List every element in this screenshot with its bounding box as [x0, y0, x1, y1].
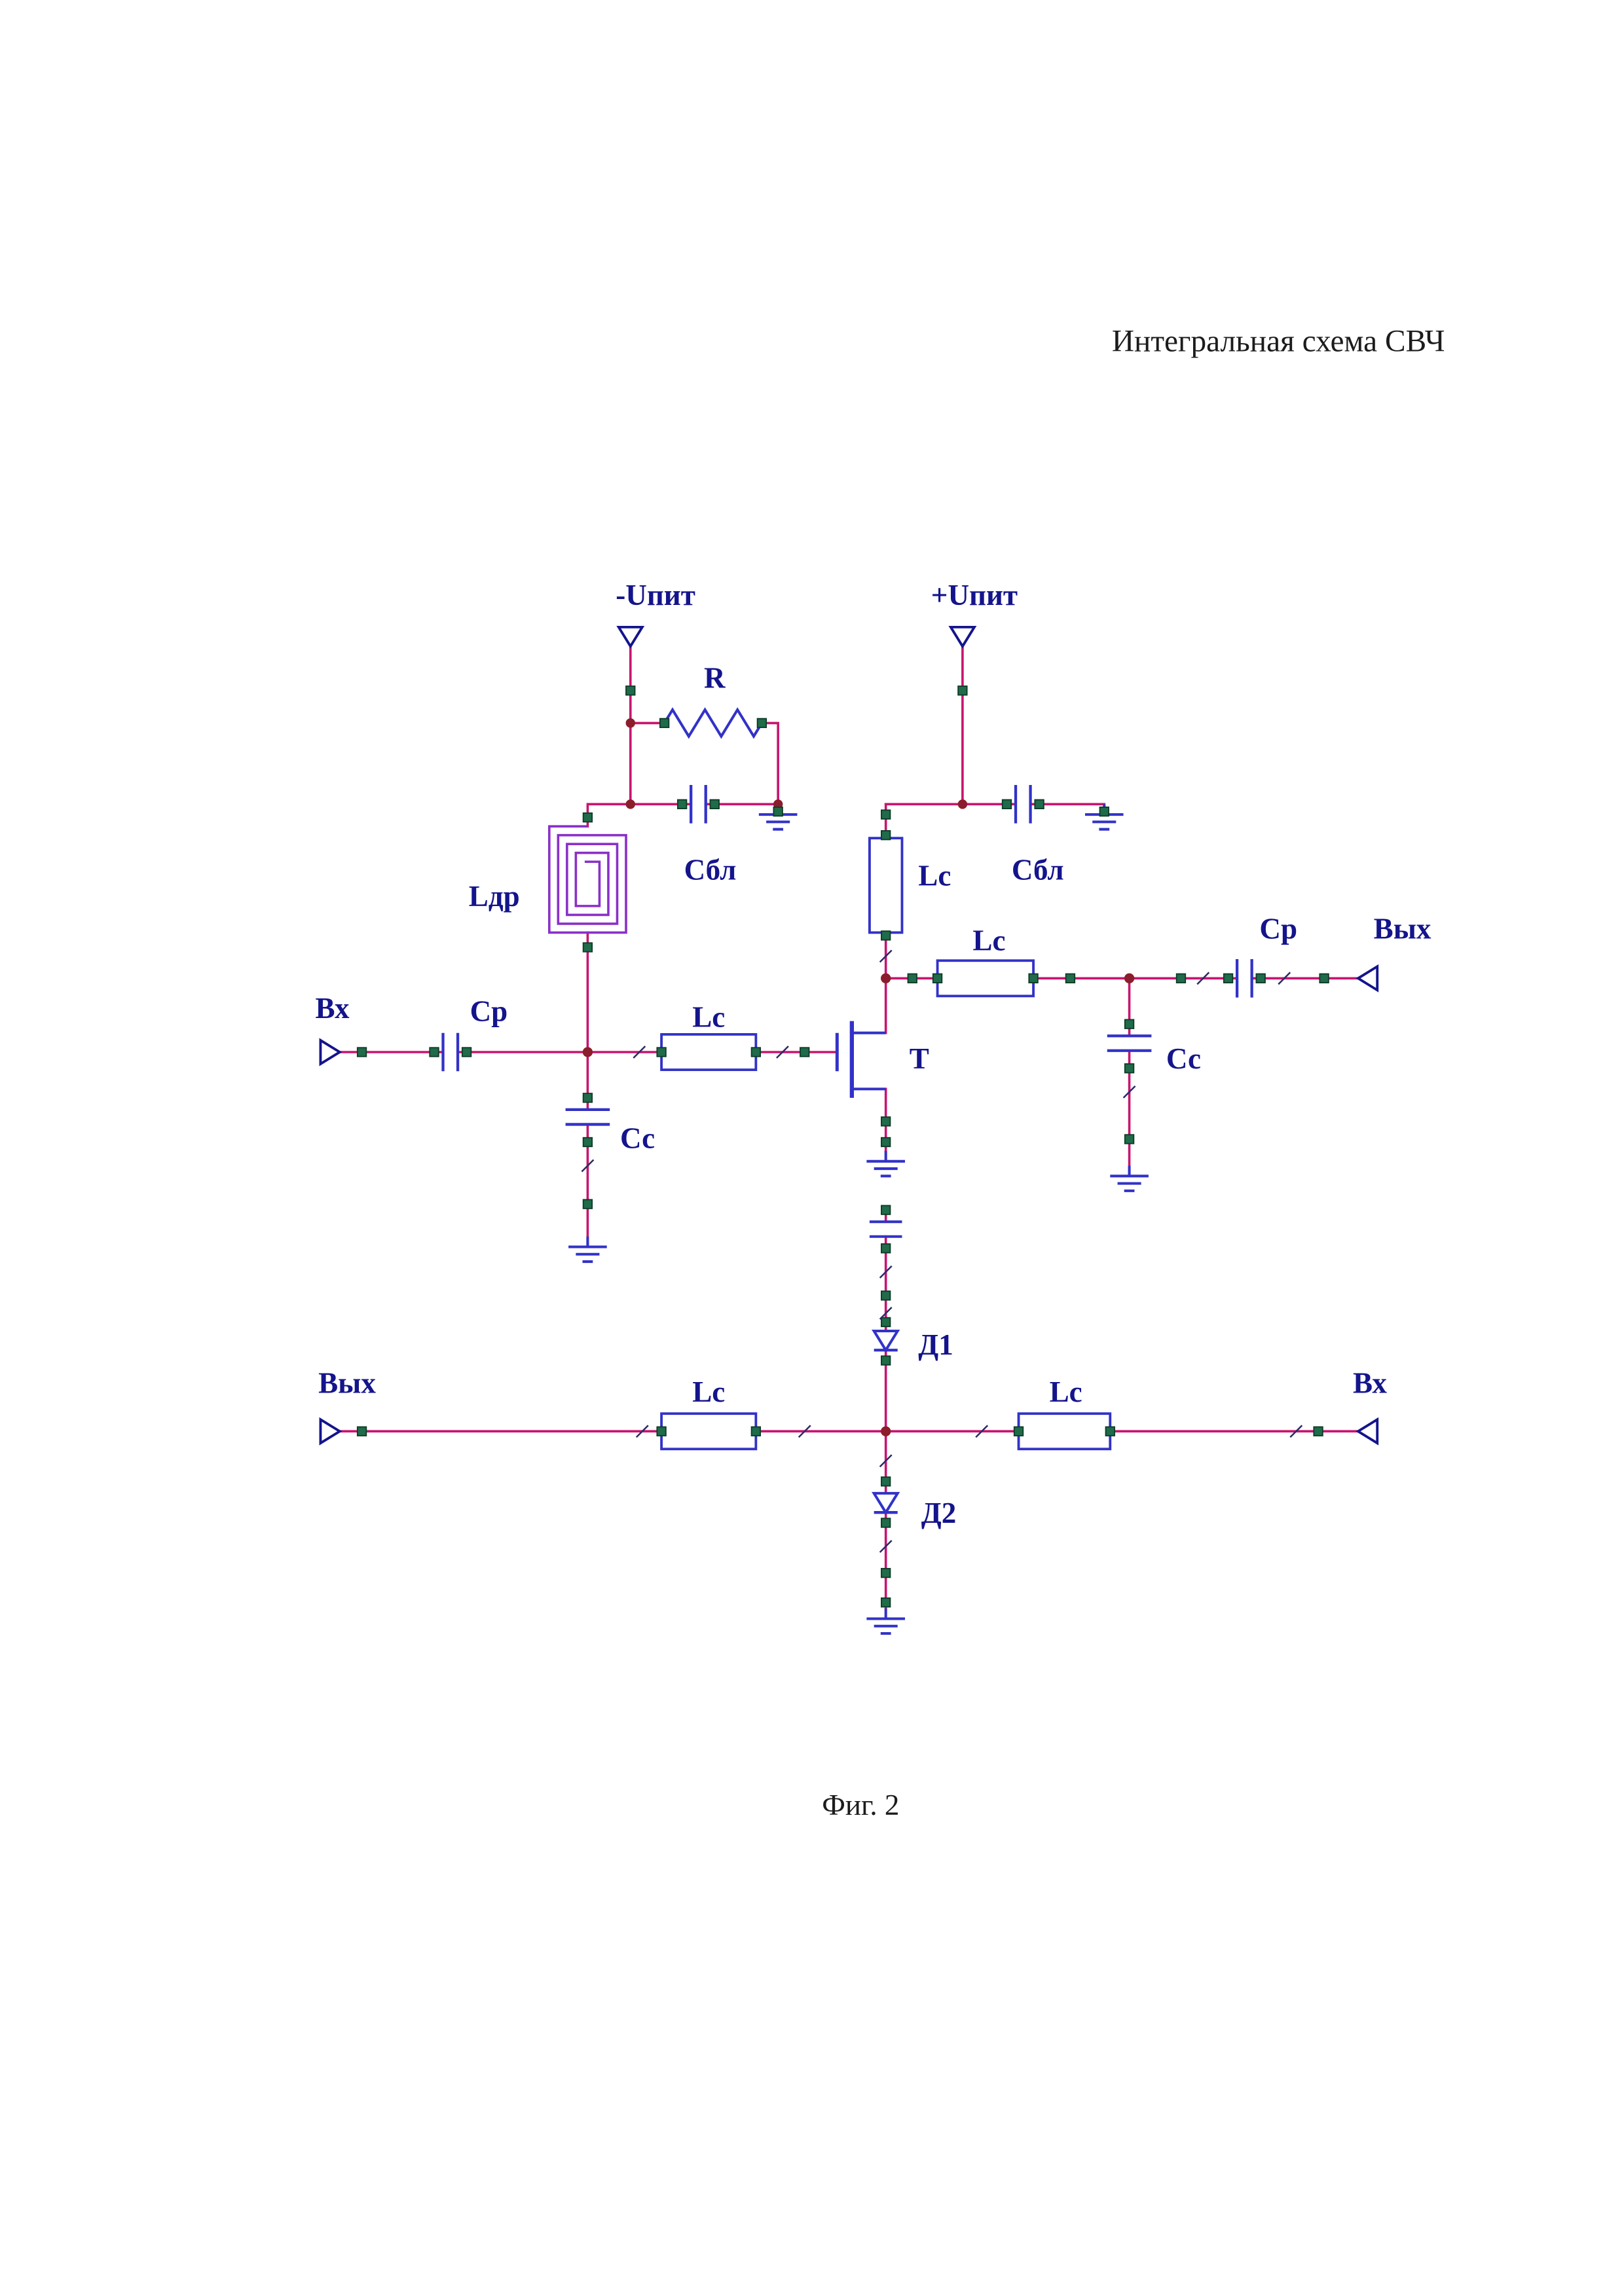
label-diode1: Д1: [918, 1328, 953, 1361]
line-inductor-3: [936, 959, 1035, 998]
components: [319, 625, 1379, 1633]
wire-choke-top: [586, 803, 632, 828]
label-pos-supply: +Uпит: [931, 579, 1018, 611]
label-line-inductor-3: Lc: [972, 924, 1005, 957]
label-input-top: Вх: [315, 992, 349, 1025]
mid-capacitor: [870, 1222, 902, 1237]
bypass-capacitor-1: [691, 785, 706, 824]
shunt-capacitor-1: [566, 1110, 610, 1125]
diode-d2: [874, 1493, 898, 1512]
coupling-capacitor-output: [1237, 959, 1252, 998]
label-resistor: R: [704, 661, 726, 694]
coupling-capacitor-input: [443, 1033, 458, 1072]
label-line-inductor-4: Lc: [692, 1376, 725, 1408]
terminal-neg-supply: [617, 625, 644, 648]
line-inductor-2: [868, 837, 904, 934]
diode-d1: [874, 1331, 898, 1350]
terminal-pos-supply: [949, 625, 976, 648]
label-line-inductor-1: Lc: [692, 1001, 725, 1034]
line-inductor-4: [660, 1412, 758, 1451]
label-line-inductor-5: Lc: [1050, 1376, 1082, 1408]
resistor-r: [663, 707, 764, 739]
transistor-t: [835, 1021, 886, 1098]
wires: [338, 645, 1359, 1610]
labels: -Uпит +Uпит R Сбл Сбл Lдр Вх Ср Lc Lc Lc…: [315, 579, 1431, 1529]
ground-symbol: [866, 1609, 905, 1633]
terminal-output-top: [1357, 965, 1379, 992]
figure-caption: Фиг. 2: [822, 1789, 899, 1821]
shunt-capacitor-2: [1107, 1036, 1152, 1051]
label-diode2: Д2: [921, 1497, 957, 1529]
label-bypass-cap-1: Сбл: [684, 853, 737, 886]
terminal-input-top: [319, 1039, 341, 1065]
label-choke-inductor: Lдр: [469, 880, 520, 913]
label-output-bottom: Вых: [318, 1367, 376, 1400]
ground-symbol: [568, 1237, 607, 1262]
label-input-bottom: Вх: [1353, 1367, 1387, 1400]
label-shunt-cap-1: Сс: [620, 1122, 655, 1155]
terminal-output-bottom: [319, 1418, 341, 1445]
label-output-top: Вых: [1374, 912, 1431, 945]
label-coupling-cap-1: Ср: [470, 995, 508, 1028]
label-coupling-cap-2: Ср: [1259, 912, 1297, 945]
bypass-capacitor-2: [1016, 785, 1031, 824]
figure-title: Интегральная схема СВЧ: [1112, 324, 1445, 358]
label-line-inductor-2: Lc: [918, 859, 951, 892]
junction-dots: [582, 718, 1135, 1436]
label-shunt-cap-2: Сс: [1166, 1042, 1201, 1075]
ground-symbol: [1110, 1166, 1149, 1191]
line-inductor-5: [1017, 1412, 1112, 1451]
ground-symbol: [866, 1151, 905, 1176]
choke-inductor-ldr: [548, 825, 627, 934]
label-neg-supply: -Uпит: [616, 579, 695, 611]
line-inductor-1: [660, 1033, 758, 1071]
pins: [356, 685, 1329, 1608]
label-transistor: Т: [910, 1042, 929, 1075]
terminal-input-bottom: [1357, 1418, 1379, 1445]
label-bypass-cap-2: Сбл: [1012, 853, 1064, 886]
